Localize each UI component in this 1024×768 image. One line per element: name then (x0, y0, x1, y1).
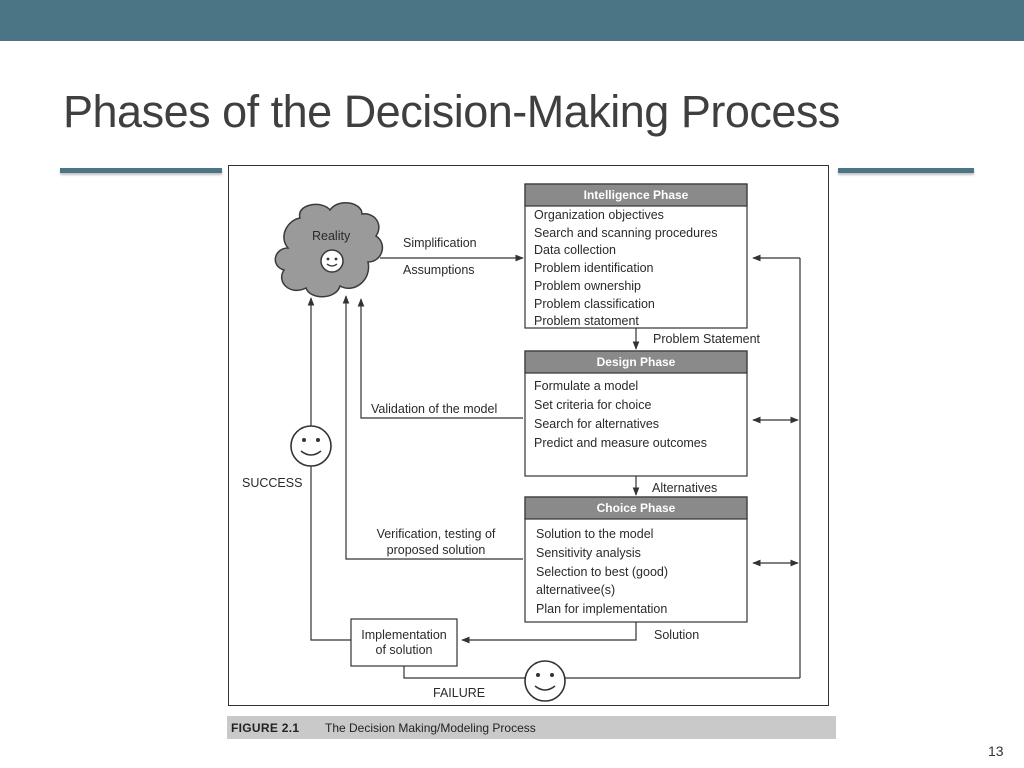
implementation-label-line: of solution (376, 643, 433, 657)
arrow-choice-to-implementation (461, 622, 637, 644)
choice-item: Solution to the model (536, 527, 653, 541)
implementation-box: Implementation of solution (350, 618, 458, 667)
intelligence-item: Problem identification (534, 261, 654, 275)
failure-label: FAILURE (433, 686, 485, 700)
verification-path-arrow (342, 295, 523, 560)
title-underline-left (60, 168, 222, 173)
design-phase-header: Design Phase (597, 355, 676, 369)
intelligence-item: Data collection (534, 243, 616, 257)
validation-path-arrow (357, 298, 523, 419)
design-phase-box: Design Phase Formulate a model Set crite… (524, 350, 748, 477)
implementation-label-line: Implementation (361, 628, 447, 642)
alternatives-label: Alternatives (652, 481, 717, 495)
choice-phase-header: Choice Phase (597, 501, 676, 515)
choice-item: Plan for implementation (536, 602, 667, 616)
page-number: 13 (988, 743, 1004, 759)
intelligence-item: Organization objectives (534, 208, 664, 222)
choice-item: Sensitivity analysis (536, 546, 641, 560)
reality-smiley-icon (320, 249, 344, 273)
success-smiley-icon (290, 425, 332, 467)
title-underline-right (838, 168, 974, 173)
reality-label: Reality (312, 229, 351, 243)
design-item: Predict and measure outcomes (534, 436, 707, 450)
choice-phase-box: Choice Phase Solution to the model Sensi… (524, 496, 748, 623)
problem-statement-label: Problem Statement (653, 332, 761, 346)
figure-caption-text: The Decision Making/Modeling Process (325, 720, 536, 735)
slide-title: Phases of the Decision-Making Process (63, 86, 840, 137)
figure-number: FIGURE 2.1 (231, 720, 300, 735)
simplification-label: Simplification (403, 236, 477, 250)
success-path-arrow (307, 297, 351, 641)
design-item: Search for alternatives (534, 417, 659, 431)
top-banner (0, 0, 1024, 41)
validation-label: Validation of the model (371, 402, 497, 416)
design-item: Formulate a model (534, 379, 638, 393)
verification-label-line: Verification, testing of (377, 527, 496, 541)
intelligence-item: Problem classification (534, 297, 655, 311)
reality-cloud: Reality (274, 202, 384, 298)
failure-path-line (403, 666, 800, 679)
intelligence-item: Problem statoment (534, 314, 639, 328)
intelligence-phase-box: Intelligence Phase Organization objectiv… (524, 183, 748, 329)
failure-smiley-icon (524, 660, 566, 702)
success-label: SUCCESS (242, 476, 302, 490)
design-item: Set criteria for choice (534, 398, 651, 412)
choice-item: Selection to best (good) (536, 565, 668, 579)
intelligence-item: Search and scanning procedures (534, 226, 717, 240)
solution-label: Solution (654, 628, 699, 642)
verification-label-line: proposed solution (387, 543, 486, 557)
intelligence-phase-header: Intelligence Phase (584, 188, 689, 202)
choice-item: alternativee(s) (536, 583, 615, 597)
intelligence-item: Problem ownership (534, 279, 641, 293)
figure-caption: FIGURE 2.1 The Decision Making/Modeling … (227, 716, 836, 739)
assumptions-label: Assumptions (403, 263, 475, 277)
